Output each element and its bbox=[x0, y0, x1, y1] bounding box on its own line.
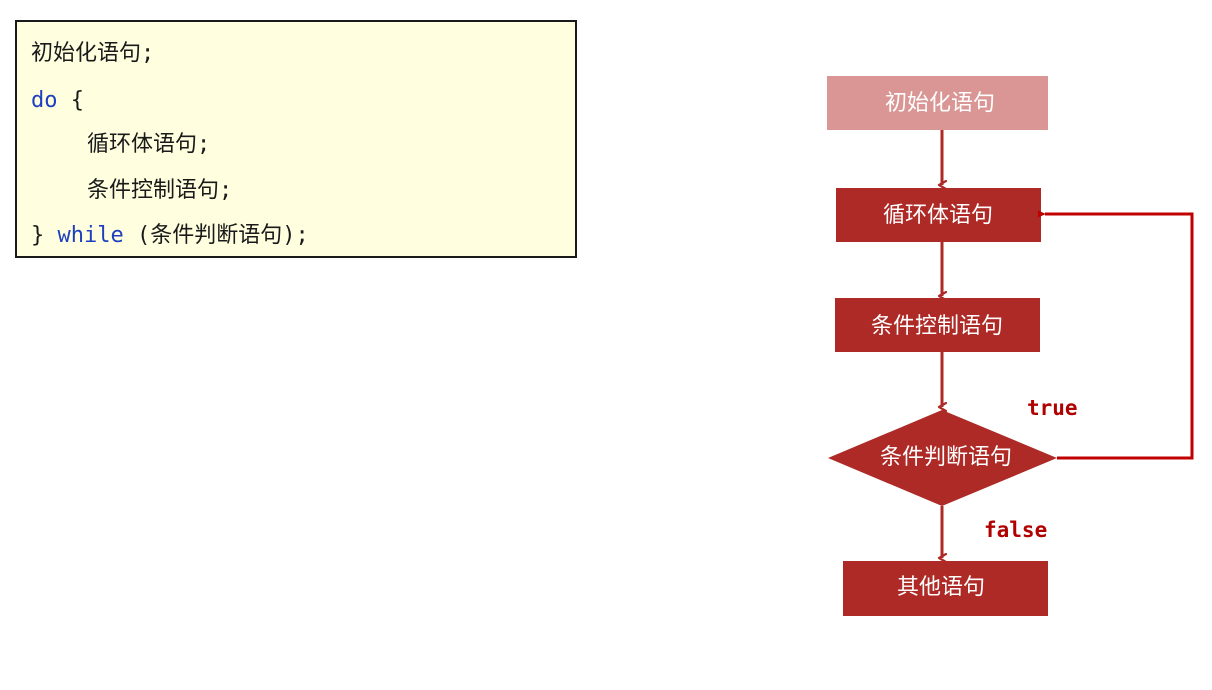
code-block: 初始化语句; do { 循环体语句; 条件控制语句; } while (条件判断… bbox=[15, 20, 577, 258]
init-node-label: 初始化语句 bbox=[885, 91, 995, 116]
code-line-control: 条件控制语句; bbox=[87, 177, 232, 205]
loop-body-node bbox=[836, 188, 1041, 242]
loop-body-node-label: 循环体语句 bbox=[883, 203, 993, 228]
init-node bbox=[827, 76, 1048, 130]
other-node-label: 其他语句 bbox=[897, 575, 985, 600]
code-line-while: } while (条件判断语句); bbox=[31, 222, 309, 250]
loop-body-text: 循环体语句; bbox=[87, 132, 211, 157]
false-label: false bbox=[984, 518, 1047, 542]
init-statement-text: 初始化语句; bbox=[31, 41, 155, 66]
condition-node-label: 条件判断语句 bbox=[880, 445, 1012, 470]
do-keyword: do bbox=[31, 88, 58, 113]
code-line-body: 循环体语句; bbox=[87, 131, 210, 159]
true-label: true bbox=[1027, 396, 1078, 420]
open-brace: { bbox=[57, 88, 84, 113]
other-node bbox=[843, 561, 1048, 616]
close-brace: } bbox=[31, 223, 58, 248]
condition-expression-text: (条件判断语句); bbox=[123, 223, 309, 248]
while-keyword: while bbox=[57, 223, 124, 248]
control-node-label: 条件控制语句 bbox=[871, 314, 1003, 339]
control-node bbox=[835, 298, 1040, 352]
code-line-init: 初始化语句; bbox=[31, 40, 154, 68]
condition-node bbox=[828, 410, 1057, 506]
control-statement-text: 条件控制语句; bbox=[87, 178, 233, 203]
arrow-true-loop-back bbox=[1038, 210, 1194, 460]
code-line-do: do { bbox=[31, 87, 84, 115]
